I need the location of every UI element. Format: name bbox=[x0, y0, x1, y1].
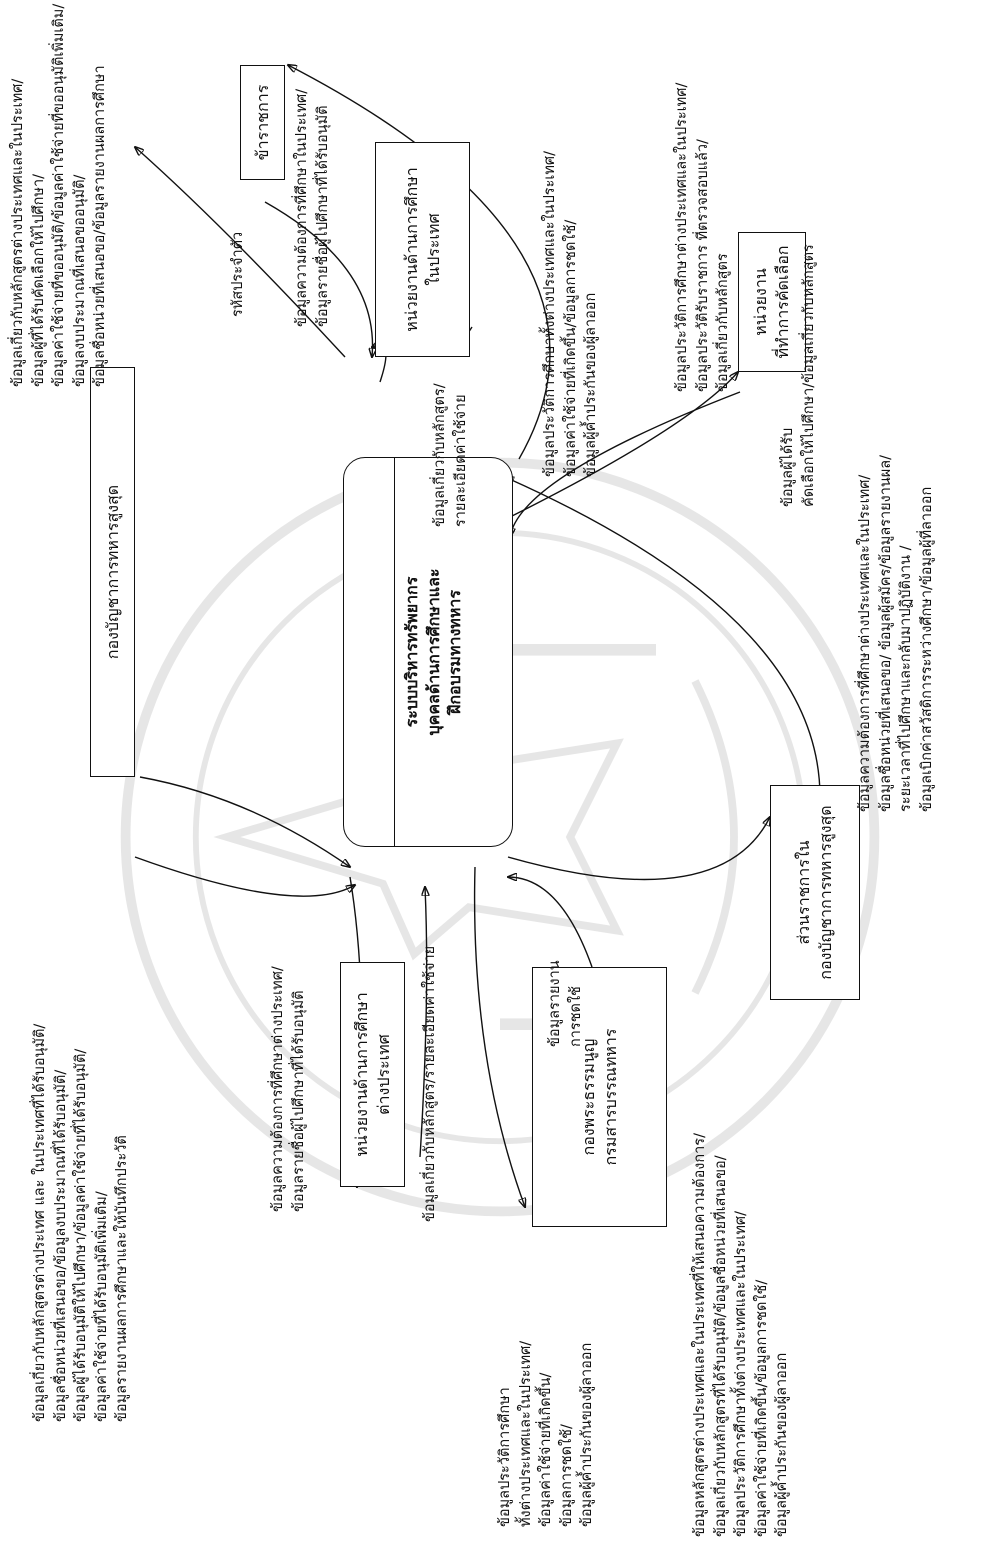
flow-center-to-officer bbox=[288, 65, 551, 460]
label-finance-in: ข้อมูลรายงาน การชดใช้ bbox=[547, 960, 584, 1047]
entity-domestic-label-1: หน่วยงานด้านการศึกษา bbox=[401, 167, 421, 332]
label-domestic-in: ข้อมูลเกี่ยวกับหลักสูตร/ รายละเอียดค่าใช… bbox=[432, 383, 469, 527]
center-process-label: ระบบบริหารทรัพยากร บุคคลด้านการศึกษาและ … bbox=[395, 568, 466, 735]
label-supreme-out: ข้อมูลเกี่ยวกับหลักสูตรต่างประเทศและในปร… bbox=[10, 3, 109, 387]
label-selection-in: ข้อมูลผู้ได้รับ คัดเลือกให้ไปศึกษา/ข้อมู… bbox=[780, 244, 817, 507]
entity-subunit-label-1: ส่วนราชการใน bbox=[794, 840, 814, 945]
label-foreign-out: ข้อมูลความต้องการที่ศึกษาต่างประเทศ/ ข้อ… bbox=[270, 966, 307, 1212]
entity-foreign-education[interactable]: หน่วยงานด้านการศึกษา ต่างประเทศ bbox=[340, 962, 405, 1187]
label-officer-out: ข้อมูลประวัติการศึกษาทั้งต่างประเทศและใน… bbox=[542, 151, 600, 477]
entity-officer[interactable]: ข้าราชการ bbox=[240, 65, 285, 180]
flow-center-to-selection bbox=[509, 372, 738, 518]
flow-finance-to-center bbox=[508, 877, 593, 968]
entity-domestic-education[interactable]: หน่วยงานด้านการศึกษา ในประเทศ bbox=[375, 142, 470, 357]
entity-sub-unit[interactable]: ส่วนราชการใน กองบัญชาการทหารสูงสุด bbox=[770, 785, 860, 1000]
entity-supreme-command[interactable]: กองบัญชาการทหารสูงสุด bbox=[90, 367, 135, 777]
flow-foreign-to-center bbox=[419, 887, 427, 1158]
center-line-3: ฝึกอบรมทางทหาร bbox=[445, 590, 465, 714]
label-finance-out: ข้อมูลประวัติการศึกษา ทั้งต่างประเทศและใ… bbox=[497, 1340, 596, 1527]
center-line-1: ระบบบริหารทรัพยากร bbox=[402, 576, 421, 728]
flow-center-to-supreme bbox=[135, 147, 346, 358]
entity-finance-label-1: กองพระธรรมนูญ bbox=[578, 1038, 598, 1156]
center-line-2: บุคคลด้านการศึกษาและ bbox=[423, 568, 443, 736]
flow-center-to-subunit bbox=[507, 817, 770, 881]
entity-foreign-label-2: ต่างประเทศ bbox=[373, 1034, 393, 1115]
entity-foreign-label-1: หน่วยงานด้านการศึกษา bbox=[351, 992, 371, 1157]
flow-supreme-loop bbox=[139, 776, 350, 867]
label-foreign-in: ข้อมูลเกี่ยวกับหลักสูตร/รายละเอียดค่าใช้… bbox=[422, 945, 438, 1222]
entity-supreme-label: กองบัญชาการทหารสูงสุด bbox=[102, 484, 122, 660]
flow-subunit-to-center bbox=[505, 477, 821, 798]
flow-supreme-to-center bbox=[134, 856, 355, 897]
label-domestic-out: ข้อมูลความต้องการที่ศึกษาในประเทศ/ ข้อมู… bbox=[294, 88, 331, 327]
entity-subunit-label-2: กองบัญชาการทหารสูงสุด bbox=[816, 805, 835, 980]
label-subunit-in: ข้อมูลความต้องการที่ศึกษาต่างประเทศและใน… bbox=[857, 454, 935, 812]
flow-officer-to-center bbox=[264, 201, 373, 357]
label-subunit-out: ข้อมูลหลักสูตรต่างประเทศและในประเทศที่ให… bbox=[692, 1133, 791, 1537]
entity-domestic-label-2: ในประเทศ bbox=[423, 213, 443, 286]
center-process-box[interactable]: ระบบบริหารทรัพยากร บุคคลด้านการศึกษาและ … bbox=[343, 457, 513, 847]
label-supreme-in: ข้อมูลเกี่ยวกับหลักสูตรต่างประเทศ และ ใน… bbox=[32, 1023, 131, 1422]
flow-center-to-finance bbox=[473, 866, 525, 1207]
entity-officer-label: ข้าราชการ bbox=[252, 84, 272, 161]
entity-finance-label-2: กรมสารบรรณทหาร bbox=[600, 1028, 620, 1166]
entity-selection-label-1: หน่วยงาน bbox=[751, 268, 771, 336]
label-selection-out: ข้อมูลประวัติการศึกษาต่างประเทศและในประเ… bbox=[674, 82, 732, 392]
flow-selection-to-center bbox=[510, 391, 741, 537]
label-officer-flow: รหัสประจำตัว bbox=[230, 231, 246, 317]
